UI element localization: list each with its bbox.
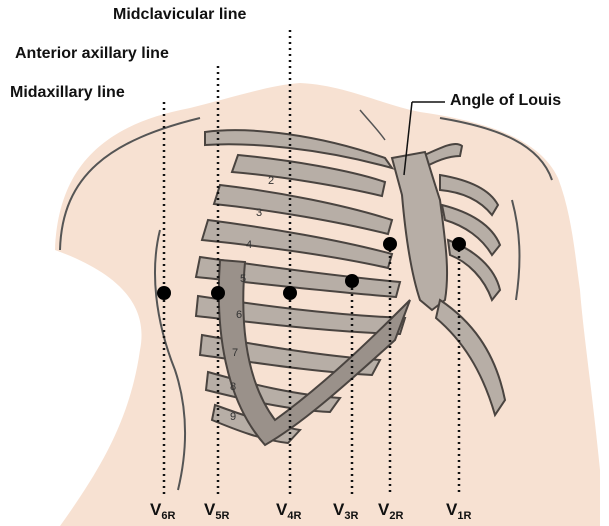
lead-main: V <box>446 500 457 519</box>
rib-number-4: 4 <box>246 239 252 251</box>
lead-sub: 2R <box>389 510 403 522</box>
electrode-v6r <box>157 286 171 300</box>
lead-main: V <box>204 500 215 519</box>
lead-label-v2r: V2R <box>378 500 403 522</box>
lead-sub: 6R <box>161 510 175 522</box>
lead-label-v4r: V4R <box>276 500 301 522</box>
rib-number-6: 6 <box>236 309 242 321</box>
electrode-v1r <box>452 237 466 251</box>
lead-sub: 3R <box>344 510 358 522</box>
lead-sub: 4R <box>287 510 301 522</box>
midaxillary-line-label: Midaxillary line <box>10 84 125 102</box>
rib-number-9: 9 <box>230 411 236 423</box>
rib-number-2: 2 <box>268 175 274 187</box>
rib-number-8: 8 <box>230 381 236 393</box>
electrode-v3r <box>345 274 359 288</box>
lead-label-v6r: V6R <box>150 500 175 522</box>
lead-main: V <box>378 500 389 519</box>
electrode-v4r <box>283 286 297 300</box>
lead-main: V <box>150 500 161 519</box>
lead-sub: 1R <box>457 510 471 522</box>
rib-number-7: 7 <box>232 347 238 359</box>
lead-label-v1r: V1R <box>446 500 471 522</box>
midclavicular-line-label: Midclavicular line <box>113 6 246 24</box>
lead-label-v3r: V3R <box>333 500 358 522</box>
rib-number-3: 3 <box>256 207 262 219</box>
anterior-axillary-line-label: Anterior axillary line <box>15 45 169 63</box>
lead-main: V <box>333 500 344 519</box>
rib-number-5: 5 <box>240 273 246 285</box>
electrode-v2r <box>383 237 397 251</box>
lead-main: V <box>276 500 287 519</box>
lead-sub: 5R <box>215 510 229 522</box>
angle-of-louis-label: Angle of Louis <box>450 92 561 110</box>
electrode-v5r <box>211 286 225 300</box>
lead-label-v5r: V5R <box>204 500 229 522</box>
